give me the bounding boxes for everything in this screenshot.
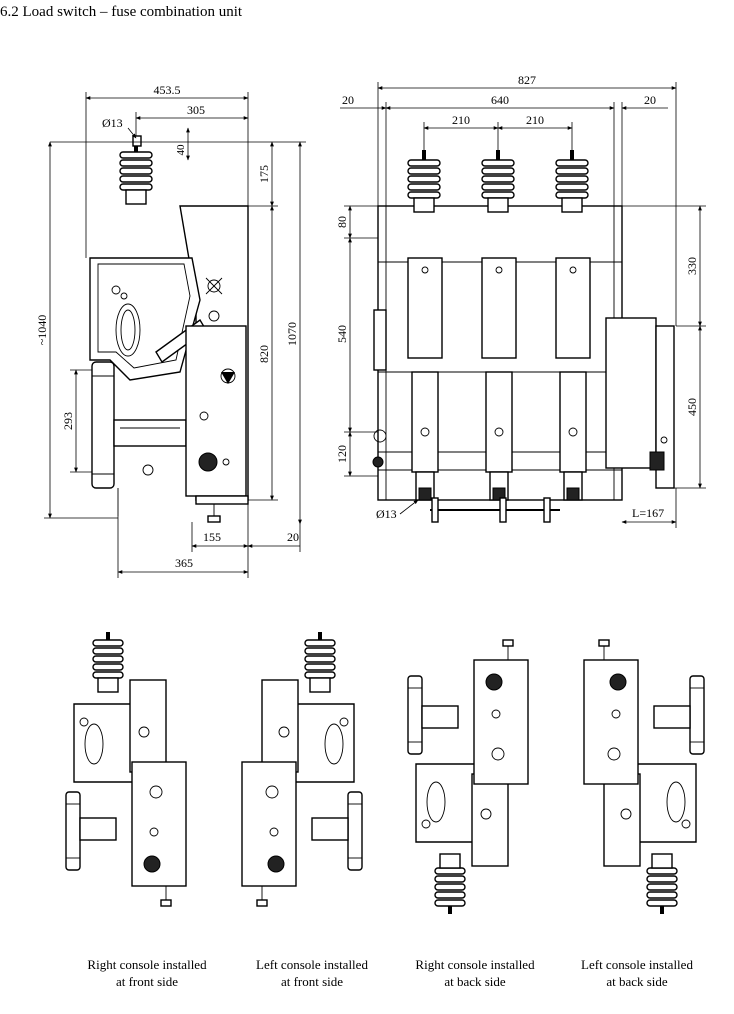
side-view-drawing bbox=[89, 135, 249, 523]
page-heading: 6.2 Load switch – fuse combination unit bbox=[0, 4, 243, 20]
dim-upper-right: 330 bbox=[685, 257, 699, 275]
variant-3-drawing bbox=[407, 639, 529, 915]
dim-side-margin-left: 20 bbox=[342, 93, 354, 107]
dim-lower-right: 450 bbox=[685, 398, 699, 416]
dim-height-total: ~1040 bbox=[35, 315, 49, 346]
dim-height-panel: 820 bbox=[257, 345, 271, 363]
dim-overall-depth: 453.5 bbox=[154, 83, 181, 97]
front-view-dimensions: 827 20 640 20 210 210 80 540 120 330 4 bbox=[335, 73, 706, 528]
dim-height-frame: 1070 bbox=[285, 322, 299, 346]
dim-top-height: 175 bbox=[257, 165, 271, 183]
dim-phase-pitch-2: 210 bbox=[526, 113, 544, 127]
dim-top-offset-front: 80 bbox=[335, 216, 349, 228]
dim-insulator-offset: 305 bbox=[187, 103, 205, 117]
variant-caption-2: Left console installed at front side bbox=[256, 957, 368, 989]
variant-2-drawing bbox=[241, 631, 363, 907]
dim-side-margin-right: 20 bbox=[644, 93, 656, 107]
dim-top-offset: 40 bbox=[175, 144, 187, 156]
dim-base-margin: 20 bbox=[287, 530, 299, 544]
dim-phase-pitch-1: 210 bbox=[452, 113, 470, 127]
dim-bottom-offset-front: 120 bbox=[335, 445, 349, 463]
dim-overall-width: 827 bbox=[518, 73, 536, 87]
dim-fuse-height: 293 bbox=[61, 412, 75, 430]
variant-1-drawing bbox=[65, 631, 187, 907]
dim-hole-diameter-front: Ø13 bbox=[376, 507, 397, 521]
dim-base-depth: 365 bbox=[175, 556, 193, 570]
side-view-dimensions: 453.5 305 Ø13 40 ~1040 175 1070 820 293 … bbox=[35, 83, 306, 578]
dim-mechanism-length: L=167 bbox=[632, 506, 664, 520]
dim-hole-diameter: Ø13 bbox=[102, 116, 123, 130]
variant-caption-3: Right console installed at back side bbox=[415, 957, 535, 989]
variant-caption-4: Left console installed at back side bbox=[581, 957, 693, 989]
dim-inner-width: 640 bbox=[491, 93, 509, 107]
dim-bottom-offset: 155 bbox=[203, 530, 221, 544]
front-view-drawing bbox=[372, 149, 675, 523]
variant-4-drawing bbox=[583, 639, 705, 915]
dim-mid-height: 540 bbox=[335, 325, 349, 343]
variant-caption-1: Right console installed at front side bbox=[87, 957, 207, 989]
